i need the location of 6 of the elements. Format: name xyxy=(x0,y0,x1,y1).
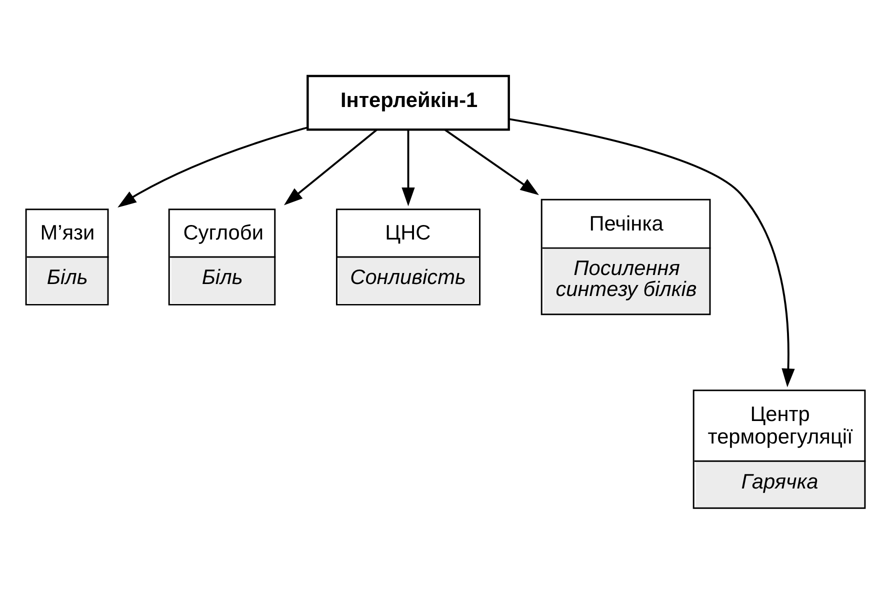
arrow xyxy=(508,118,795,388)
arrow xyxy=(118,126,308,208)
arrow xyxy=(444,129,539,196)
arrow xyxy=(284,129,378,206)
arrow xyxy=(402,130,415,206)
node-box: Інтерлейкін-1 xyxy=(306,74,510,131)
